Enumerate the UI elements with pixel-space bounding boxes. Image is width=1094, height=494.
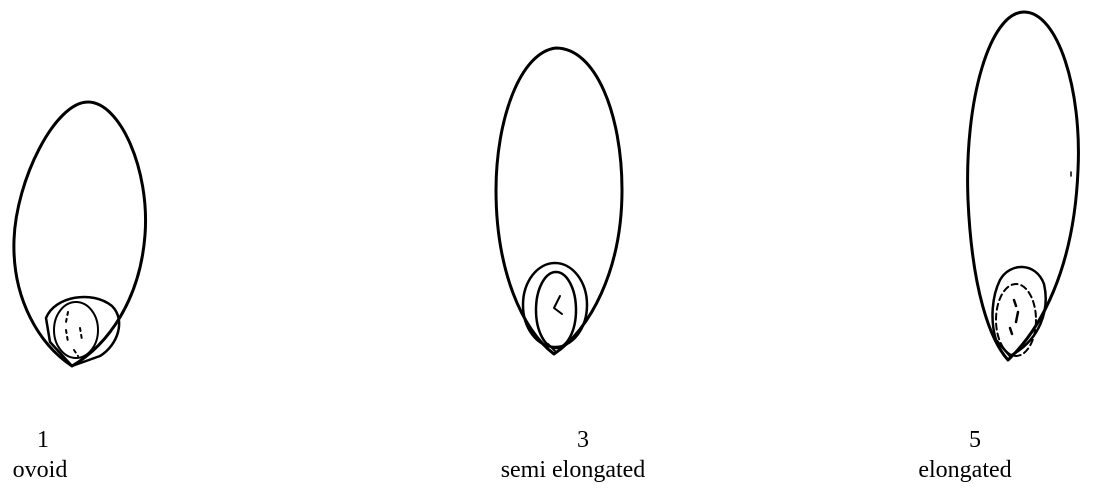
panel-5-number: 5 bbox=[960, 426, 990, 454]
grain-ovoid-outline bbox=[14, 102, 146, 366]
grain-semi-elongated bbox=[496, 48, 622, 354]
grain-semi-elongated-embryo-marks bbox=[548, 296, 562, 352]
panel-5-name: elongated bbox=[880, 456, 1050, 484]
panel-3-name: semi elongated bbox=[468, 456, 678, 484]
grain-elongated-outline bbox=[968, 12, 1079, 360]
grain-elongated bbox=[968, 12, 1079, 360]
panel-1-number: 1 bbox=[28, 426, 58, 454]
grain-ovoid-embryo-marks bbox=[66, 312, 82, 356]
grain-ovoid-embryo-inner bbox=[54, 302, 98, 358]
panel-1-name: ovoid bbox=[0, 456, 80, 484]
grain-semi-elongated-outline bbox=[496, 48, 622, 354]
grain-elongated-embryo-marks bbox=[1010, 300, 1018, 334]
panel-3-number: 3 bbox=[568, 426, 598, 454]
grain-ovoid bbox=[14, 102, 146, 366]
